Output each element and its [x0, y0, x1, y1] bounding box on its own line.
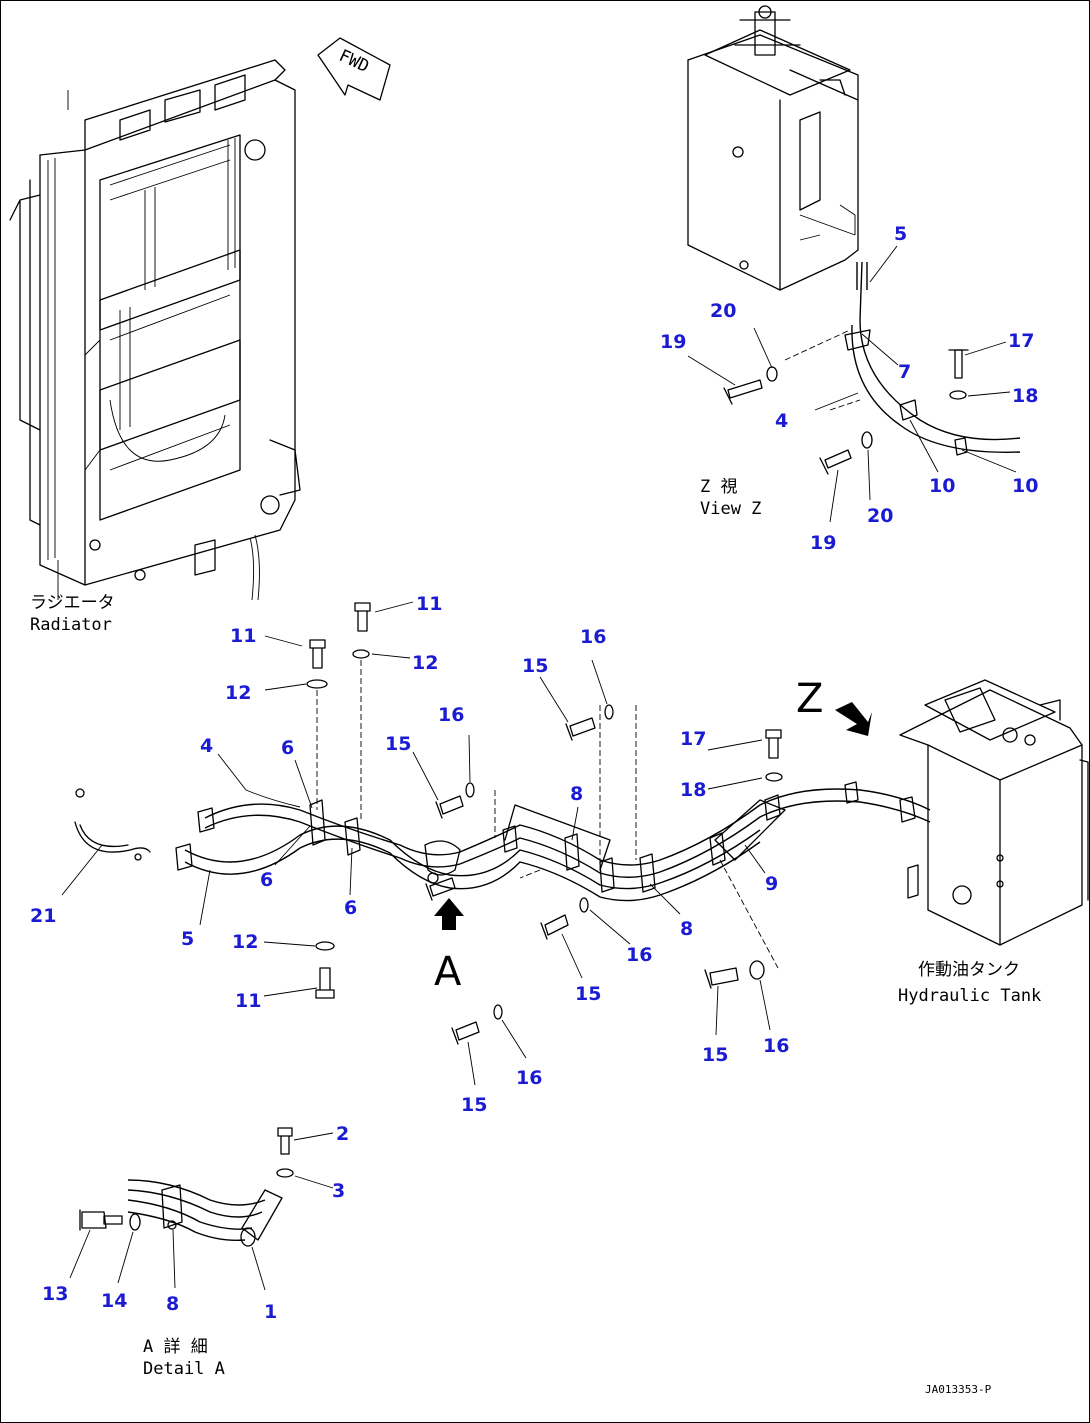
callout-8b: 8 — [680, 918, 693, 940]
callout-z-20a: 20 — [710, 300, 736, 322]
view-z-label-en: View Z — [700, 499, 761, 519]
arrow-z-label: Z — [796, 676, 823, 722]
callout-numbers: 5 7 4 19 20 17 18 10 10 20 19 11 11 12 1… — [30, 223, 1038, 1323]
callout-12c: 12 — [232, 931, 258, 953]
hydraulic-tank-label-jp: 作動油タンク — [918, 960, 1020, 980]
callout-15a: 15 — [522, 655, 548, 677]
callout-9: 9 — [765, 873, 778, 895]
detail-a-assembly — [79, 1127, 294, 1247]
arrow-a-label: A — [434, 949, 462, 995]
callout-z-10a: 10 — [929, 475, 955, 497]
callout-11c: 11 — [235, 990, 261, 1012]
callout-17: 17 — [680, 728, 706, 750]
callout-6b: 6 — [260, 869, 273, 891]
main-fasteners — [306, 602, 783, 1045]
radiator-assembly — [9, 59, 301, 601]
callout-detail-13: 13 — [42, 1283, 68, 1305]
detail-a-label-jp: A 詳 細 — [143, 1337, 208, 1357]
callout-z-10b: 10 — [1012, 475, 1038, 497]
callout-16d: 16 — [516, 1067, 542, 1089]
document-id: JA013353-P — [925, 1383, 992, 1396]
callout-16b: 16 — [438, 704, 464, 726]
view-z-tank — [687, 5, 859, 291]
callout-z-17: 17 — [1008, 330, 1034, 352]
callout-16a: 16 — [580, 626, 606, 648]
callout-16e: 16 — [763, 1035, 789, 1057]
hydraulic-tank-label-en: Hydraulic Tank — [898, 986, 1041, 1006]
detail-a-label-en: Detail A — [143, 1359, 225, 1379]
callout-z-4: 4 — [775, 410, 788, 432]
callout-z-19a: 19 — [660, 331, 686, 353]
main-hoses — [175, 781, 931, 902]
callout-15e: 15 — [702, 1044, 728, 1066]
view-z-fasteners — [723, 349, 969, 475]
callout-12a: 12 — [225, 682, 251, 704]
callout-16c: 16 — [626, 944, 652, 966]
callout-z-19b: 19 — [810, 532, 836, 554]
view-z-label-jp: Z 視 — [700, 477, 737, 497]
callout-12b: 12 — [412, 652, 438, 674]
arrow-z-icon — [835, 702, 872, 736]
callout-z-20b: 20 — [867, 505, 893, 527]
callout-detail-3: 3 — [332, 1180, 345, 1202]
part-21-bracket — [74, 788, 151, 861]
callout-detail-1: 1 — [264, 1301, 277, 1323]
callout-15d: 15 — [461, 1094, 487, 1116]
callout-5: 5 — [181, 928, 194, 950]
callout-z-7: 7 — [898, 361, 911, 383]
callout-detail-14: 14 — [101, 1290, 127, 1312]
leader-lines — [61, 245, 1017, 1291]
radiator-label-jp: ラジエータ — [30, 593, 115, 613]
callout-11b: 11 — [416, 593, 442, 615]
callout-detail-8: 8 — [166, 1293, 179, 1315]
callout-6a: 6 — [281, 737, 294, 759]
view-z-hoses — [784, 261, 1021, 456]
hydraulic-tank — [899, 679, 1089, 946]
callout-4: 4 — [200, 735, 213, 757]
forward-arrow-icon: FWD — [317, 37, 391, 101]
callout-8a: 8 — [570, 783, 583, 805]
radiator-label-en: Radiator — [30, 615, 112, 635]
callout-z-5: 5 — [894, 223, 907, 245]
callout-15c: 15 — [575, 983, 601, 1005]
callout-detail-2: 2 — [336, 1123, 349, 1145]
callout-15b: 15 — [385, 733, 411, 755]
callout-21: 21 — [30, 905, 56, 927]
callout-6c: 6 — [344, 897, 357, 919]
arrow-a-icon — [434, 898, 464, 930]
fwd-label: FWD — [336, 46, 372, 77]
callout-18: 18 — [680, 779, 706, 801]
callout-11a: 11 — [230, 625, 256, 647]
callout-z-18: 18 — [1012, 385, 1038, 407]
